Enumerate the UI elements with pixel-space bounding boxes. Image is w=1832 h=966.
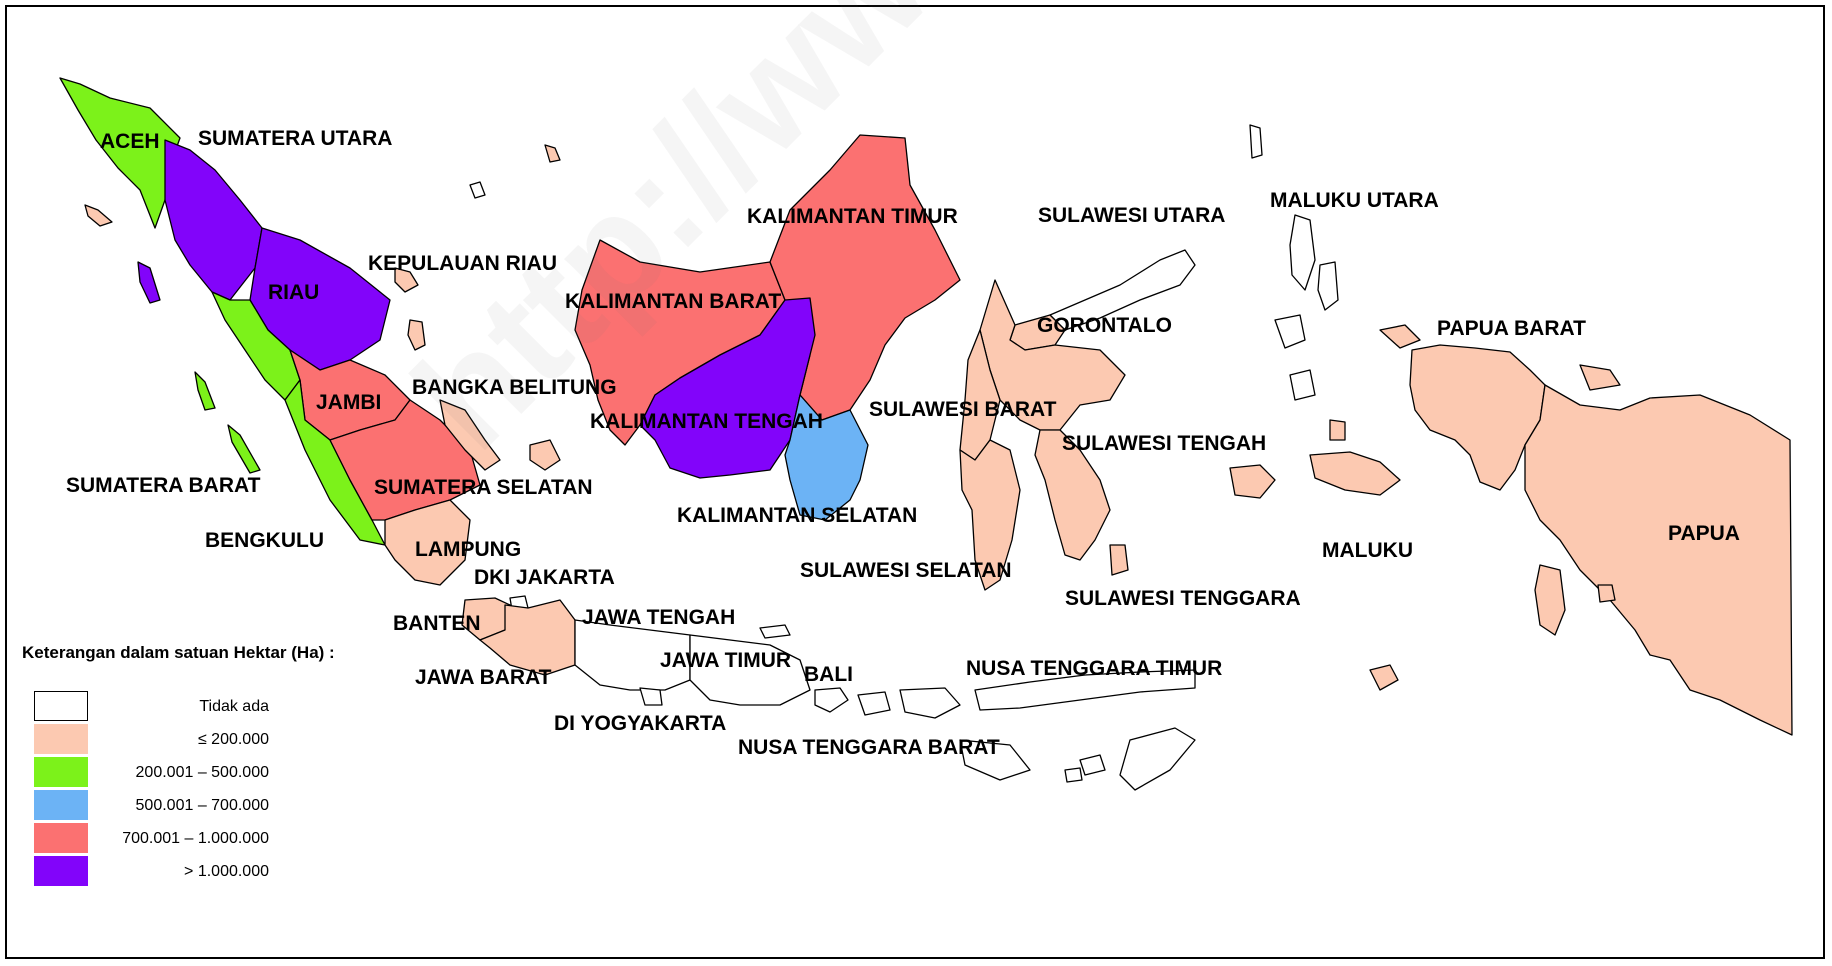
label-kepulauan-riau: KEPULAUAN RIAU xyxy=(368,252,557,275)
label-sumatera-selatan: SUMATERA SELATAN xyxy=(374,476,593,499)
label-sulawesi-tenggara: SULAWESI TENGGARA xyxy=(1065,587,1301,610)
legend-swatch xyxy=(34,691,88,721)
label-aceh: ACEH xyxy=(100,130,160,153)
label-kalimantan-timur: KALIMANTAN TIMUR xyxy=(747,205,958,228)
region-nusa-tenggara-barat[interactable] xyxy=(857,687,1031,781)
label-gorontalo: GORONTALO xyxy=(1037,314,1172,337)
label-bali: BALI xyxy=(804,663,853,686)
label-maluku-utara: MALUKU UTARA xyxy=(1270,189,1439,212)
region-maluku[interactable] xyxy=(1229,419,1566,691)
legend-swatch xyxy=(34,823,88,853)
region-bali[interactable] xyxy=(814,687,849,713)
legend-item: Tidak ada xyxy=(34,691,269,721)
label-jawa-barat: JAWA BARAT xyxy=(415,666,552,689)
region-jawa-tengah[interactable] xyxy=(574,619,691,691)
legend-swatch xyxy=(34,856,88,886)
label-sulawesi-barat: SULAWESI BARAT xyxy=(869,398,1057,421)
region-aceh[interactable] xyxy=(59,77,181,229)
legend-item: ≤ 200.000 xyxy=(34,724,269,754)
region-sumatera-utara[interactable] xyxy=(164,139,263,301)
label-papua: PAPUA xyxy=(1668,522,1740,545)
label-di-yogyakarta: DI YOGYAKARTA xyxy=(554,712,727,735)
legend-swatch xyxy=(34,724,88,754)
label-kalimantan-selatan: KALIMANTAN SELATAN xyxy=(677,504,918,527)
label-sulawesi-tengah: SULAWESI TENGAH xyxy=(1062,432,1267,455)
region-lampung[interactable] xyxy=(384,499,471,586)
label-sulawesi-selatan: SULAWESI SELATAN xyxy=(800,559,1012,582)
label-papua-barat: PAPUA BARAT xyxy=(1437,317,1586,340)
legend-title: Keterangan dalam satuan Hektar (Ha) : xyxy=(22,643,335,662)
region-sulawesi-selatan[interactable] xyxy=(959,439,1021,591)
label-sumatera-barat: SUMATERA BARAT xyxy=(66,474,261,497)
label-jawa-tengah: JAWA TENGAH xyxy=(582,606,736,629)
label-kalimantan-barat: KALIMANTAN BARAT xyxy=(565,290,782,313)
region-papua-barat[interactable] xyxy=(1379,324,1621,491)
legend-item: > 1.000.000 xyxy=(34,856,269,886)
legend-label: ≤ 200.000 xyxy=(197,731,269,748)
legend-label: 700.001 – 1.000.000 xyxy=(122,830,269,847)
legend-item: 200.001 – 500.000 xyxy=(34,757,269,787)
label-banten: BANTEN xyxy=(393,612,481,635)
region-papua[interactable] xyxy=(1524,384,1793,736)
region-maluku-utara[interactable] xyxy=(1274,214,1339,401)
legend-item: 700.001 – 1.000.000 xyxy=(34,823,269,853)
region-jawa-timur[interactable] xyxy=(689,624,811,706)
legend-label: Tidak ada xyxy=(199,698,269,715)
legend-label: > 1.000.000 xyxy=(184,863,269,880)
region-sulawesi-utara[interactable] xyxy=(1049,249,1196,331)
region-jawa-barat[interactable] xyxy=(479,599,576,676)
region-sulawesi-tenggara[interactable] xyxy=(1034,429,1129,576)
legend-swatch xyxy=(34,790,88,820)
region-bangka-belitung[interactable] xyxy=(439,399,561,471)
region-kepulauan-riau[interactable] xyxy=(394,267,426,351)
legend-swatch xyxy=(34,757,88,787)
map-frame xyxy=(5,5,1825,959)
legend-label: 200.001 – 500.000 xyxy=(135,764,269,781)
region-kalimantan-selatan[interactable] xyxy=(784,394,869,521)
region-nusa-tenggara-timur[interactable] xyxy=(974,669,1196,791)
label-sulawesi-utara: SULAWESI UTARA xyxy=(1038,204,1226,227)
label-riau: RIAU xyxy=(268,281,320,304)
label-maluku: MALUKU xyxy=(1322,539,1413,562)
label-bengkulu: BENGKULU xyxy=(205,529,324,552)
label-jambi: JAMBI xyxy=(316,391,382,414)
label-lampung: LAMPUNG xyxy=(415,538,522,561)
label-dki-jakarta: DKI JAKARTA xyxy=(474,566,615,589)
label-jawa-timur: JAWA TIMUR xyxy=(660,649,792,672)
label-nusa-tenggara-timur: NUSA TENGGARA TIMUR xyxy=(966,657,1223,680)
label-nusa-tenggara-barat: NUSA TENGGARA BARAT xyxy=(738,736,1000,759)
label-sumatera-utara: SUMATERA UTARA xyxy=(198,127,393,150)
legend-item: 500.001 – 700.000 xyxy=(34,790,269,820)
region-di-yogyakarta[interactable] xyxy=(639,687,663,706)
legend-label: 500.001 – 700.000 xyxy=(135,797,269,814)
label-bangka-belitung: BANGKA BELITUNG xyxy=(412,376,617,399)
label-kalimantan-tengah: KALIMANTAN TENGAH xyxy=(590,410,823,433)
